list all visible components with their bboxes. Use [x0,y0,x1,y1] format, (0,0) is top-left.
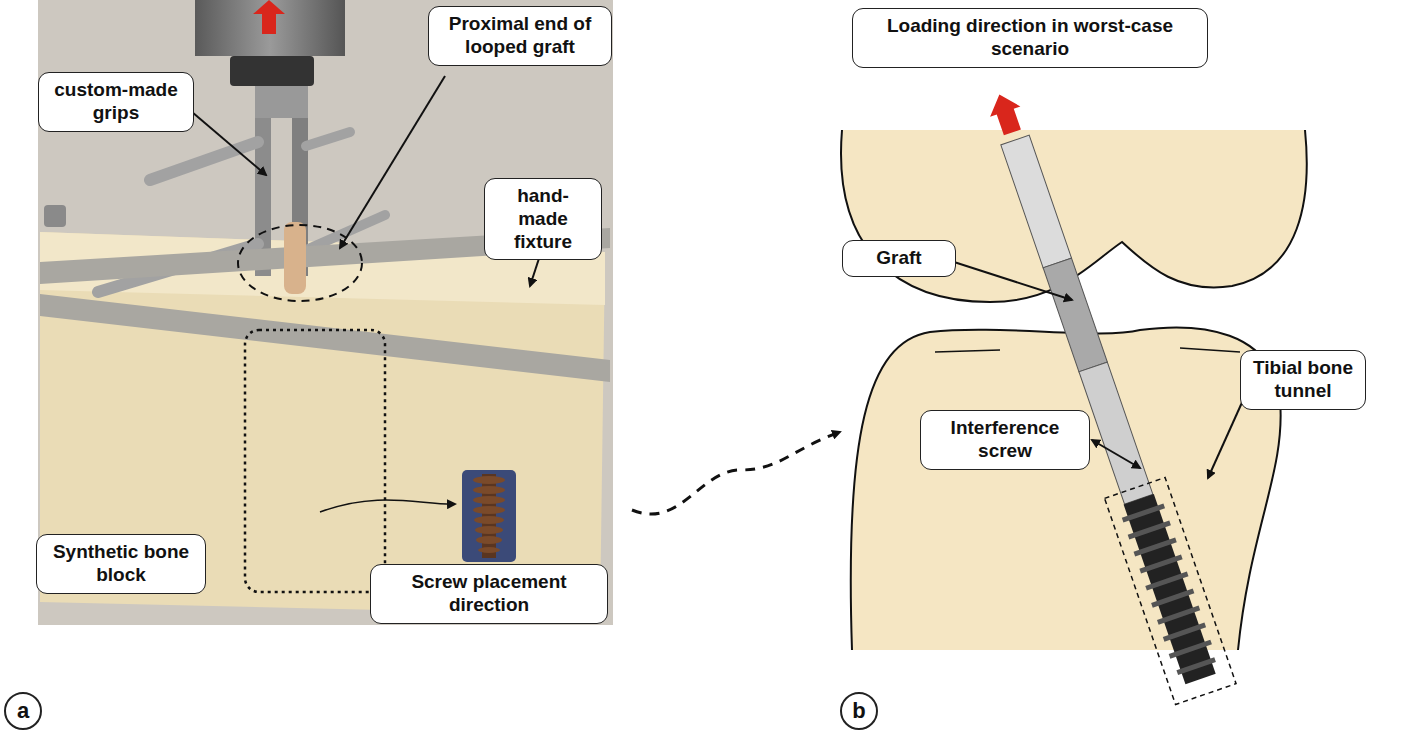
callout-box: custom-made grips [38,72,194,132]
callout-box: Proximal end of looped graft [428,6,612,66]
knee-drawing [841,84,1307,704]
callout-box: Tibial bone tunnel [1240,350,1366,410]
callout-text: Screw placement direction [381,571,597,617]
callout-text: Tibial bone tunnel [1251,357,1355,403]
panel-letter: a [4,692,42,730]
callout-box: hand-made fixture [484,178,602,260]
title-box: Loading direction in worst-case scenario [852,8,1208,68]
callout-box: Interference screw [920,410,1090,470]
callout-text: hand-made fixture [495,185,591,253]
callout-text: a [17,698,29,724]
link-arrow [632,432,840,514]
callout-text: b [852,698,865,724]
callout-text: Loading direction in worst-case scenario [863,15,1197,61]
callout-text: Proximal end of looped graft [439,13,601,59]
callout-box: Graft [842,240,956,277]
callout-text: Synthetic bone block [47,541,195,587]
callout-box: Screw placement direction [370,564,608,624]
callout-text: custom-made grips [49,79,183,125]
test-setup-photo [38,0,613,625]
callout-text: Graft [876,247,921,270]
panel-letter: b [840,692,878,730]
callout-text: Interference screw [931,417,1079,463]
callout-box: Synthetic bone block [36,534,206,594]
